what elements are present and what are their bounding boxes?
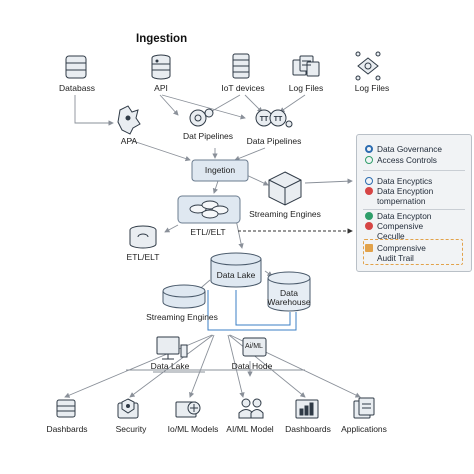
etl-drums-icon [189,200,229,219]
source-label-log-files-2: Log Files [354,83,390,93]
streaming-engines-cylinder [162,284,206,309]
log-files-icon [292,55,320,77]
source-label-api: API [154,83,168,93]
source-label-iot-devices: IoT devices [221,83,265,93]
consumer-label-ai-ml-model: AI/ML Model [226,424,274,434]
governance-item-text: Data Encypton [377,211,432,221]
audit-icon [365,244,373,252]
governance-item-subtext: Audit Trail [377,252,414,263]
check-icon [365,156,373,164]
etl-drum-icon [129,225,157,249]
source-label-databass: Databass [59,83,95,93]
governance-panel: Data Governance Access Controls Data Enc… [356,134,472,272]
check-icon [365,212,373,220]
data-hode-label: Data Hode [231,361,273,371]
pipeline-gears-icon [189,108,214,127]
etl-left-label: ETL/ELT [126,252,160,262]
data-lake-cylinder [210,252,262,288]
applications-icon [353,397,375,419]
governance-item-text: Compensive [377,221,424,231]
governance-row-compensive: Compensive Ceculle [365,221,424,241]
svg-text:TT: TT [260,116,269,123]
pipeline-tt-icon: TT TT [255,109,293,128]
governance-row-access-controls: Access Controls [365,155,437,166]
governance-icon [365,145,373,153]
governance-item-subtext: tompernation [377,195,426,206]
governance-item-text: Access Controls [377,155,437,165]
data-lake-label: Data Lake [216,270,256,280]
dashboard-icon [56,399,76,418]
governance-row-encryption: Data Encyption tompernation [365,186,434,206]
iot-device-icon [232,53,250,79]
governance-row-encrypton: Data Encypton [365,211,432,222]
computer-icon [156,336,188,360]
streaming-engines-top-label: Streaming Engines [249,209,321,219]
alert-icon [365,222,373,230]
apa-label: APA [120,136,138,146]
governance-row-audit-trail: Comprensive Audit Trail [365,243,426,263]
governance-row-data-governance: Data Governance [365,144,443,155]
dat-pipelines-label: Dat Pipelines [182,131,234,141]
consumer-label-dashbards: Dashbards [46,424,88,434]
puzzle-icon [117,105,141,135]
svg-text:TT: TT [274,116,283,123]
governance-row-encryptics: Data Encyptics [365,176,433,187]
governance-item-text: Comprensive [377,243,426,253]
users-icon [238,398,264,419]
streaming-engines-mid-label: Streaming Engines [146,312,218,322]
consumer-label-ml-models: Io/ML Models [167,424,219,434]
etl-center-label: ETL//ELT [190,227,226,237]
data-pipelines-label: Data Pipelines [246,136,302,146]
data-warehouse-label: Data Warehouse [267,288,311,307]
source-label-log-files-1: Log Files [288,83,324,93]
ingestion-box-label: Ingetion [204,165,236,175]
governance-item-subtext: Ceculle [377,230,405,241]
cube-icon [268,171,302,206]
database-icon [65,55,87,79]
ai-ml-badge-icon [242,337,267,357]
panel-divider [363,170,465,171]
dashboards-icon [295,399,319,419]
data-warehouse-cylinder [267,271,311,312]
panel-divider [363,209,465,210]
audit-trail-box [363,239,463,265]
governance-item-text: Data Governance [377,144,443,154]
log-files-network-icon [355,51,381,81]
governance-item-text: Data Encyptics [377,176,433,186]
encrypt-icon [365,177,373,185]
consumer-label-security: Security [115,424,147,434]
etl-box [177,195,241,224]
data-lake-bottom-label: Data Lake [150,361,190,371]
api-server-icon [151,54,171,80]
ai-ml-badge-text: Ai/ML [245,343,263,350]
governance-item-text: Data Encyption [377,186,434,196]
security-icon [117,398,139,419]
consumer-label-dashboards: Dashboards [285,424,331,434]
diagram-title: Ingestion [136,33,188,45]
ingestion-box [191,159,249,182]
alert-icon [365,187,373,195]
connectors [64,94,361,398]
consumer-label-applications: Applications [341,424,387,434]
ml-models-icon [175,401,201,418]
